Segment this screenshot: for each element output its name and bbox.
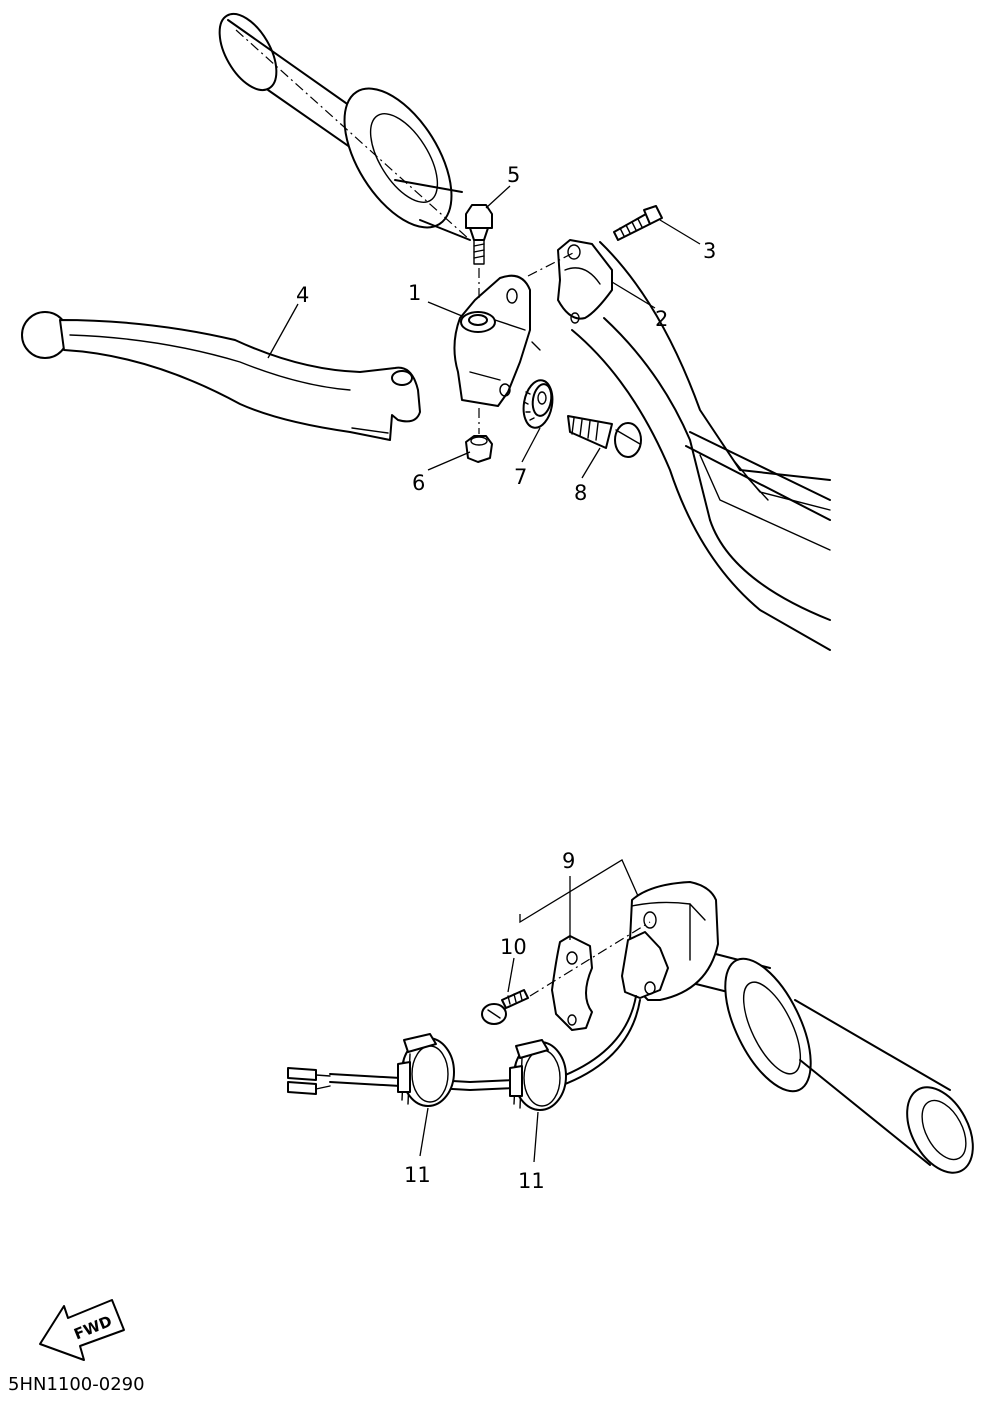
callout-4: 4 — [296, 283, 309, 307]
handlebar-grip-left — [218, 13, 471, 241]
leader-lines-upper — [267, 185, 701, 479]
callout-6: 6 — [412, 471, 425, 495]
handlebar-grip-right — [679, 949, 974, 1174]
callout-9: 9 — [562, 849, 575, 873]
diagram-code: 5HN1100-0290 — [8, 1374, 145, 1395]
alignment-line — [527, 251, 576, 277]
forward-direction-arrow: FWD — [39, 1299, 125, 1361]
lever-holder — [453, 274, 541, 407]
adjuster — [567, 415, 642, 458]
callout-2: 2 — [655, 307, 668, 331]
callout-1: 1 — [408, 281, 421, 305]
callout-5: 5 — [507, 163, 520, 187]
switch-housing — [621, 881, 719, 1001]
cable-band-right — [509, 1039, 567, 1111]
cable-band-left — [397, 1033, 455, 1107]
callout-11-right: 11 — [518, 1169, 545, 1193]
screw-axis — [529, 921, 651, 997]
handlebar-tube — [571, 241, 831, 651]
clamp — [557, 239, 613, 324]
callout-10: 10 — [500, 935, 527, 959]
callout-3: 3 — [703, 239, 716, 263]
bolt-3 — [613, 205, 663, 241]
bolt-5 — [465, 204, 493, 300]
callout-11-left: 11 — [404, 1163, 431, 1187]
screw — [481, 989, 529, 1025]
nut — [465, 408, 493, 463]
callout-8: 8 — [574, 481, 587, 505]
leader-lines-lower — [419, 859, 639, 1163]
callout-7: 7 — [514, 465, 527, 489]
switch-clamp — [551, 935, 593, 1031]
lever — [21, 311, 421, 441]
locknut — [522, 379, 554, 429]
